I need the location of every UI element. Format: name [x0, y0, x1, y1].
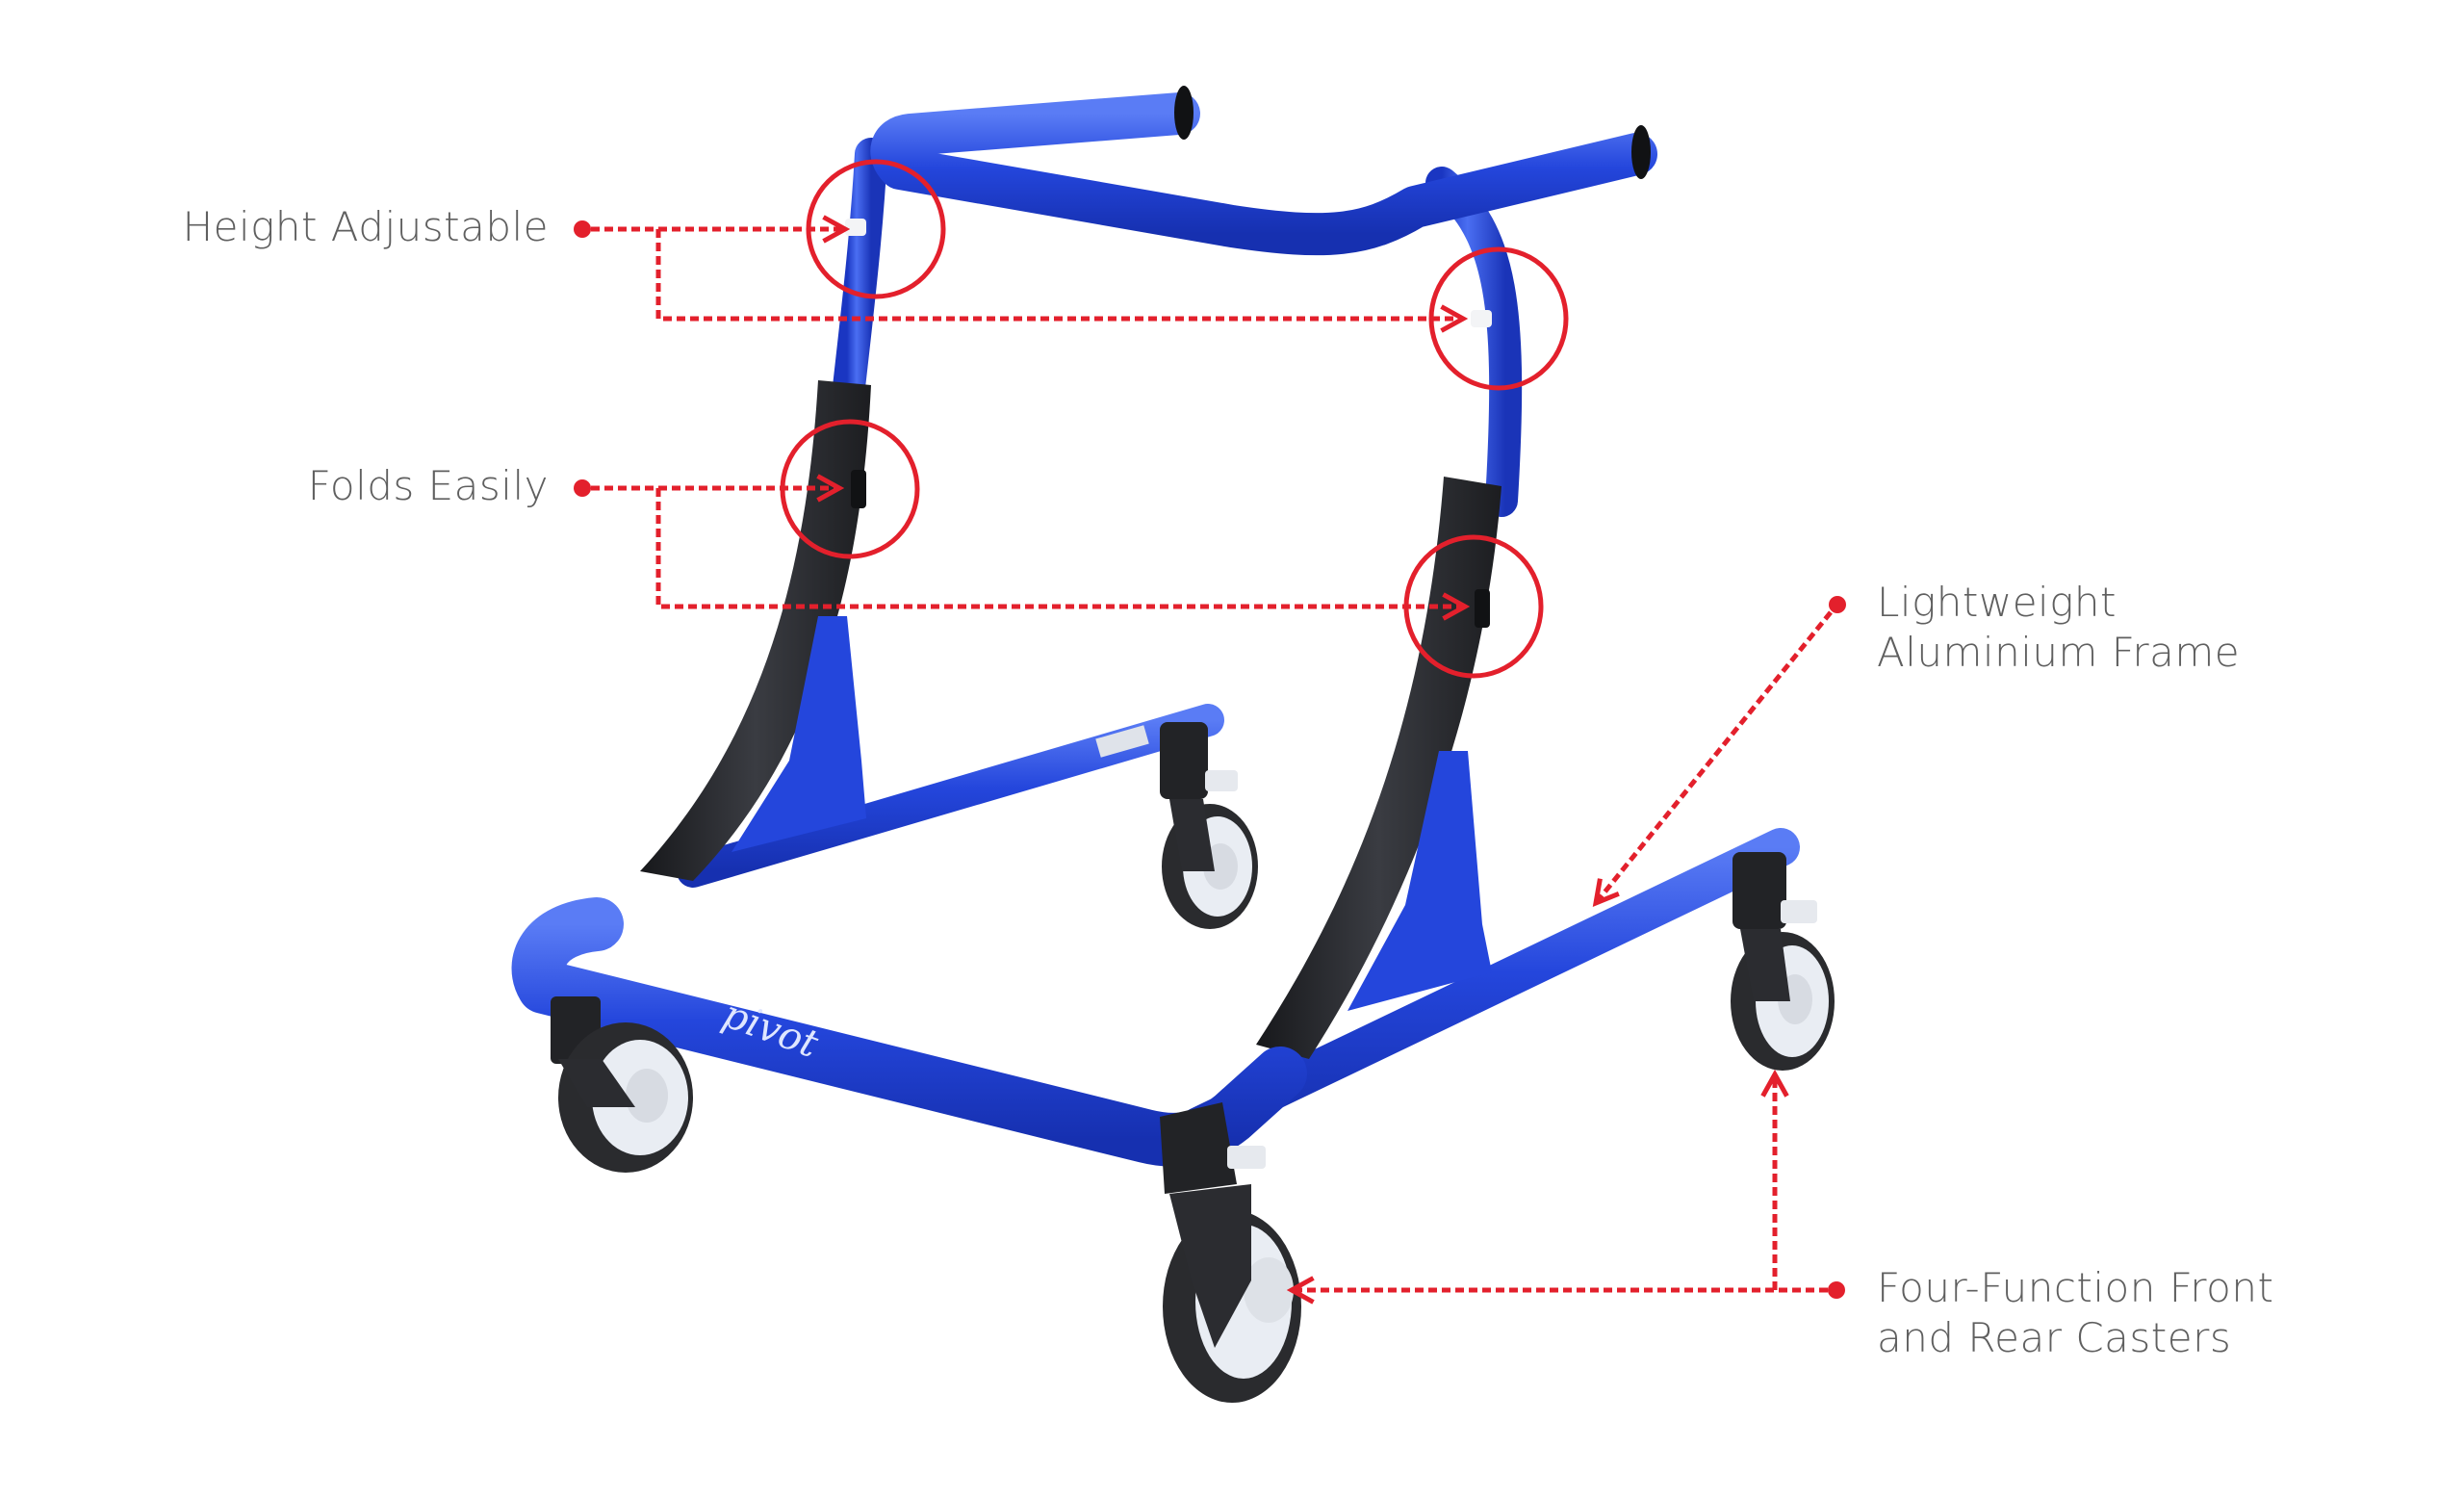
fold-highlight-ring-left	[780, 419, 920, 559]
right-fold-latch	[1475, 589, 1490, 628]
left-grip-end-cap	[1174, 86, 1194, 140]
label-line: Folds Easily	[307, 462, 549, 509]
label-lightweight-frame: Lightweight Aluminium Frame	[1877, 578, 2435, 678]
right-grip-end-cap	[1631, 125, 1651, 179]
height-highlight-ring-left	[806, 159, 946, 299]
casters-callout-lines	[1292, 1074, 1845, 1299]
rear-right-caster	[1731, 852, 1835, 1071]
right-height-pin	[1471, 310, 1492, 327]
left-fold-latch	[851, 470, 866, 508]
label-casters: Four-Function Front and Rear Casters	[1877, 1263, 2435, 1363]
label-line-2: and Rear Casters	[1877, 1314, 2232, 1361]
callout-dot-icon	[574, 220, 591, 238]
rear-left-caster	[1160, 722, 1258, 929]
label-line-1: Four-Function Front	[1877, 1264, 2274, 1311]
right-upright-black-sleeve	[1256, 477, 1502, 1059]
label-folds-easily: Folds Easily	[164, 461, 549, 511]
front-left-caster	[551, 996, 693, 1173]
folds-easily-callout-lines	[574, 419, 1544, 679]
height-adjustable-callout-lines	[574, 159, 1569, 391]
left-upright-black-sleeve	[640, 380, 871, 881]
front-right-caster	[1160, 1102, 1301, 1403]
fold-highlight-ring-right	[1403, 534, 1544, 679]
callout-graphics	[574, 159, 1846, 1299]
barcode-label	[1095, 725, 1149, 758]
label-height-adjustable: Height Adjustable	[164, 202, 549, 252]
height-highlight-ring-right	[1428, 246, 1569, 391]
label-line-2: Aluminium Frame	[1877, 629, 2241, 676]
lightweight-callout-lines	[1596, 596, 1846, 903]
left-upright-tube	[831, 138, 887, 421]
right-gusset	[1348, 751, 1492, 1011]
callout-dot-icon	[1828, 1281, 1845, 1299]
walker-illustration: pivot	[511, 86, 1835, 1403]
label-line-1: Lightweight	[1877, 579, 2118, 626]
left-height-pin	[845, 219, 866, 236]
left-gusset	[732, 616, 866, 852]
callout-dot-icon	[574, 479, 591, 497]
label-line: Height Adjustable	[182, 203, 549, 250]
callout-dot-icon	[1829, 596, 1846, 613]
top-handle-bar	[870, 92, 1657, 256]
right-upright-tube	[1425, 167, 1523, 517]
